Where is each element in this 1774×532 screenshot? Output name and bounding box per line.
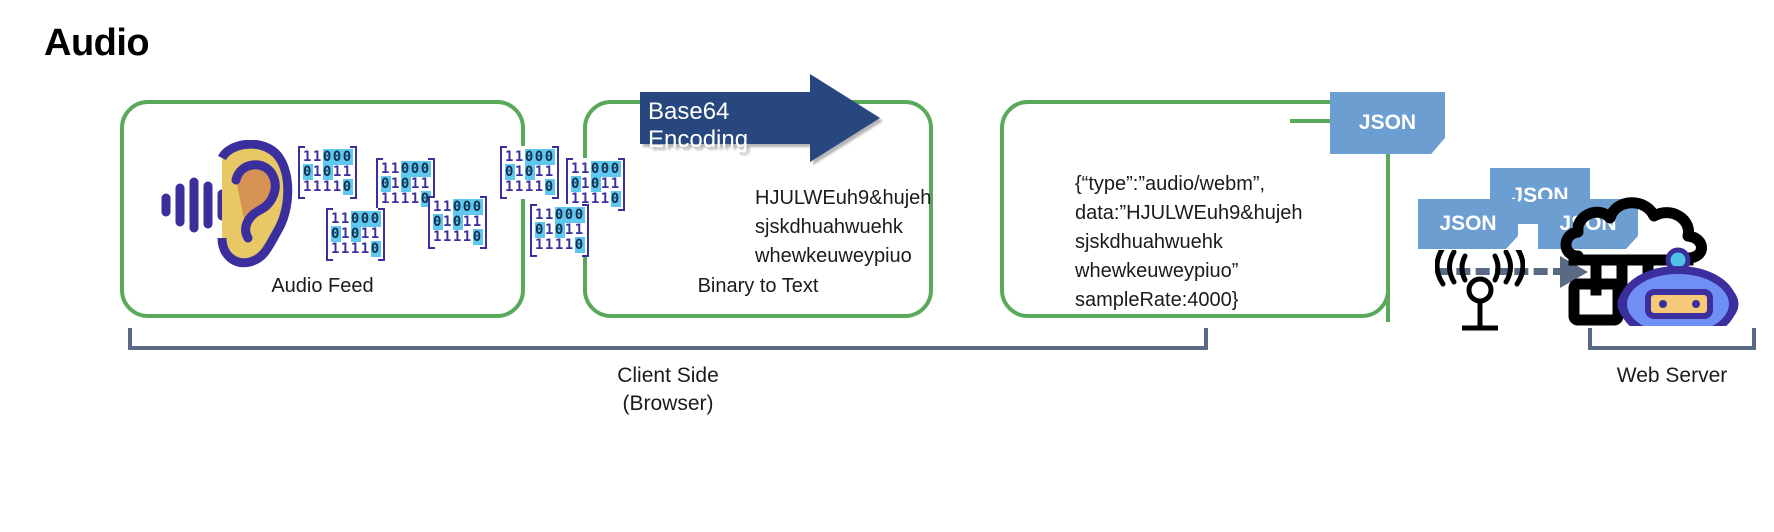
bracket-client-side-label: Client Side (Browser) [617,364,719,415]
json-badge-top: JSON [1490,168,1590,224]
green-connector-vertical [1386,150,1390,322]
json-payload-text: {“type”:”audio/webm”, data:”HJULWEuh9&hu… [1075,173,1303,311]
bracket-client-side [128,328,1208,350]
dashed-right-arrow-icon [1437,268,1567,275]
page-title: Audio [44,22,150,64]
json-badge-main: JSON [1330,92,1445,154]
ear-icon [161,140,293,268]
wifi-antenna-icon [1435,250,1525,331]
bracket-web-server-label: Web Server [1616,364,1728,387]
panel-binary-to-text-label: Binary to Text [697,275,819,297]
base64-encoding-label: Base64 Encoding [648,98,749,153]
cloud-server-robot-icon [1560,197,1739,326]
right-arrow-icon [640,74,880,162]
json-badge-left: JSON [1418,199,1518,249]
panel-audio-feed-label: Audio Feed [271,275,374,297]
green-connector-horizontal [1290,119,1334,123]
bracket-web-server [1588,328,1756,350]
encoded-text: HJULWEuh9&hujeh sjskdhuahwuehk whewkeuwe… [755,187,932,267]
base64-encoding-arrow: Base64 Encoding [640,74,880,162]
